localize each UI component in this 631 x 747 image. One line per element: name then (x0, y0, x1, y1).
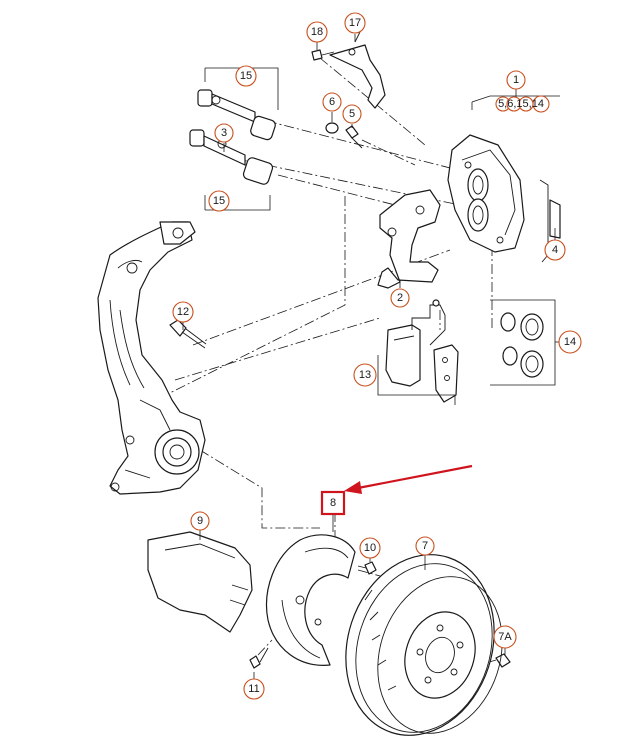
brake-pad-icon (385, 324, 459, 403)
callout-7[interactable]: 7 (415, 536, 435, 556)
highlight-arrow (344, 464, 473, 494)
callout-18-label: 18 (311, 26, 323, 38)
callout-15-top-label: 15 (240, 70, 252, 82)
callout-14[interactable]: 14 (558, 330, 582, 354)
callout-1-sub-label: 5,6,15,14 (498, 98, 544, 110)
callout-1-sub[interactable]: 5,6,15,14 (495, 95, 550, 113)
callout-8-highlighted[interactable]: 8 (320, 490, 346, 516)
callout-2-label: 2 (397, 292, 403, 304)
callout-13-label: 13 (359, 369, 371, 381)
bleed-valve-icon (325, 122, 363, 149)
callout-4-label: 4 (552, 244, 558, 256)
callout-11[interactable]: 11 (243, 678, 265, 700)
callout-4[interactable]: 4 (544, 239, 566, 261)
callout-18[interactable]: 18 (306, 21, 328, 43)
brake-disc-icon (345, 554, 503, 736)
splash-guard-9-icon (147, 531, 253, 633)
callout-1-label: 1 (513, 74, 519, 86)
callout-5-label: 5 (349, 108, 355, 120)
callout-3[interactable]: 3 (214, 123, 234, 143)
callout-7a-label: 7A (498, 631, 512, 643)
callout-8-label: 8 (330, 497, 336, 509)
callout-2[interactable]: 2 (390, 288, 410, 308)
callout-9-label: 9 (197, 515, 203, 527)
caliper-carrier-icon (377, 189, 441, 289)
callout-7-label: 7 (422, 540, 428, 552)
steering-knuckle-icon (97, 221, 206, 495)
callout-12-label: 12 (177, 306, 189, 318)
callout-10[interactable]: 10 (359, 537, 381, 559)
callout-13[interactable]: 13 (353, 363, 377, 387)
piston-seal-kit-icon (500, 312, 544, 378)
callout-7a[interactable]: 7A (493, 625, 517, 649)
callout-1[interactable]: 1 (506, 70, 526, 90)
callout-17-label: 17 (349, 17, 361, 29)
callout-10-label: 10 (364, 542, 376, 554)
wear-sensor-icon (411, 299, 446, 346)
callout-17[interactable]: 17 (344, 12, 366, 34)
bolt-12-icon (169, 319, 207, 349)
callout-6[interactable]: 6 (322, 92, 342, 112)
callout-14-label: 14 (564, 336, 576, 348)
callout-11-label: 11 (248, 683, 259, 695)
hose-bracket-icon (311, 31, 386, 109)
brake-caliper-icon (447, 134, 525, 253)
callout-5[interactable]: 5 (342, 104, 362, 124)
callout-15-bottom-label: 15 (213, 195, 225, 207)
anti-rattle-spring-icon (539, 179, 561, 263)
callout-12[interactable]: 12 (172, 301, 194, 323)
callout-6-label: 6 (329, 96, 335, 108)
callout-9[interactable]: 9 (190, 511, 210, 531)
leader-lines (182, 34, 560, 680)
callout-15-bottom[interactable]: 15 (208, 190, 230, 212)
splash-shield-icon (266, 534, 356, 666)
callout-3-label: 3 (221, 127, 227, 139)
callout-15-top[interactable]: 15 (235, 65, 257, 87)
guide-pin-icon (189, 89, 276, 185)
